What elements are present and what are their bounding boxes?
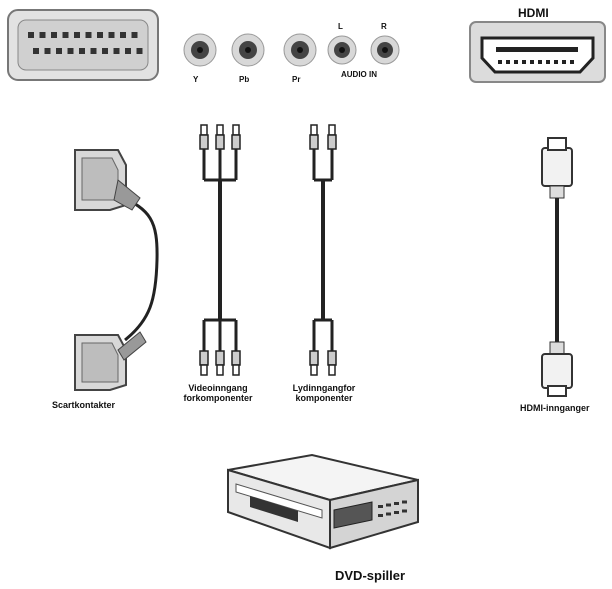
jack-label-pr: Pr bbox=[292, 75, 301, 84]
jack-pr bbox=[283, 33, 317, 67]
video-input-label-line2: forkomponenter bbox=[183, 393, 253, 403]
audio-input-label: Lydinngangfor komponenter bbox=[282, 383, 366, 403]
hdmi-cable bbox=[541, 137, 573, 397]
dvd-player bbox=[227, 453, 419, 550]
dvd-label: DVD-spiller bbox=[335, 568, 406, 583]
hdmi-port bbox=[469, 21, 606, 83]
video-input-label: Videoinngang forkomponenter bbox=[176, 383, 260, 403]
scart-label: Scartkontakter bbox=[52, 400, 116, 410]
scart-socket bbox=[7, 9, 159, 81]
jack-y bbox=[183, 33, 217, 67]
component-audio-cable bbox=[309, 124, 337, 376]
jack-label-y: Y bbox=[193, 75, 199, 84]
hdmi-title: HDMI bbox=[518, 6, 549, 20]
audio-input-label-line2: komponenter bbox=[295, 393, 353, 403]
jack-label-l: L bbox=[338, 22, 343, 31]
hdmi-inputs-label: HDMI-innganger bbox=[520, 403, 590, 413]
jack-audio-r bbox=[370, 35, 400, 65]
jack-audio-l bbox=[327, 35, 357, 65]
video-input-label-line1: Videoinngang bbox=[188, 383, 248, 393]
jack-label-r: R bbox=[381, 22, 387, 31]
jack-pb bbox=[231, 33, 265, 67]
audio-input-label-line1: Lydinngangfor bbox=[292, 383, 356, 393]
component-video-cable bbox=[199, 124, 241, 376]
audio-in-label: AUDIO IN bbox=[341, 70, 377, 79]
jack-label-pb: Pb bbox=[239, 75, 250, 84]
scart-cable bbox=[74, 149, 159, 391]
